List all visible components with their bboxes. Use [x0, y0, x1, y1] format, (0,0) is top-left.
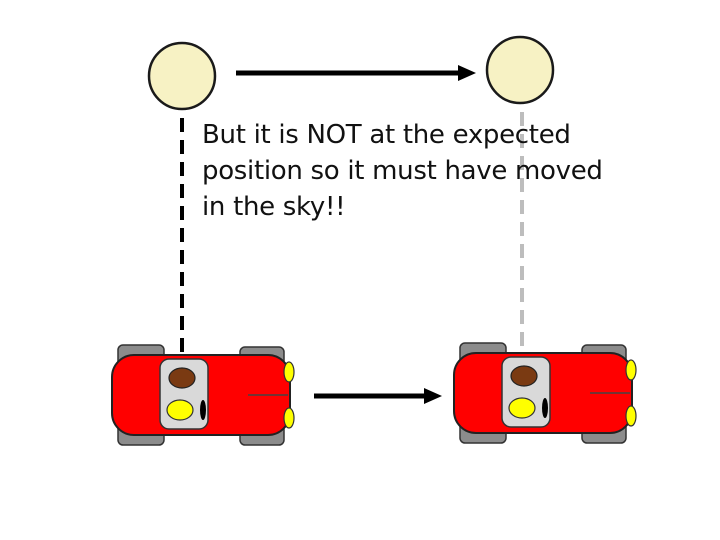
moon-motion-arrow-icon [236, 65, 476, 81]
car-motion-arrow-icon [314, 388, 442, 404]
moon-initial-icon [147, 41, 217, 111]
caption-text: But it is NOT at the expected position s… [202, 120, 603, 222]
car-final-icon [453, 342, 637, 444]
car-initial-icon [111, 344, 295, 446]
moon-final-icon [485, 35, 555, 105]
